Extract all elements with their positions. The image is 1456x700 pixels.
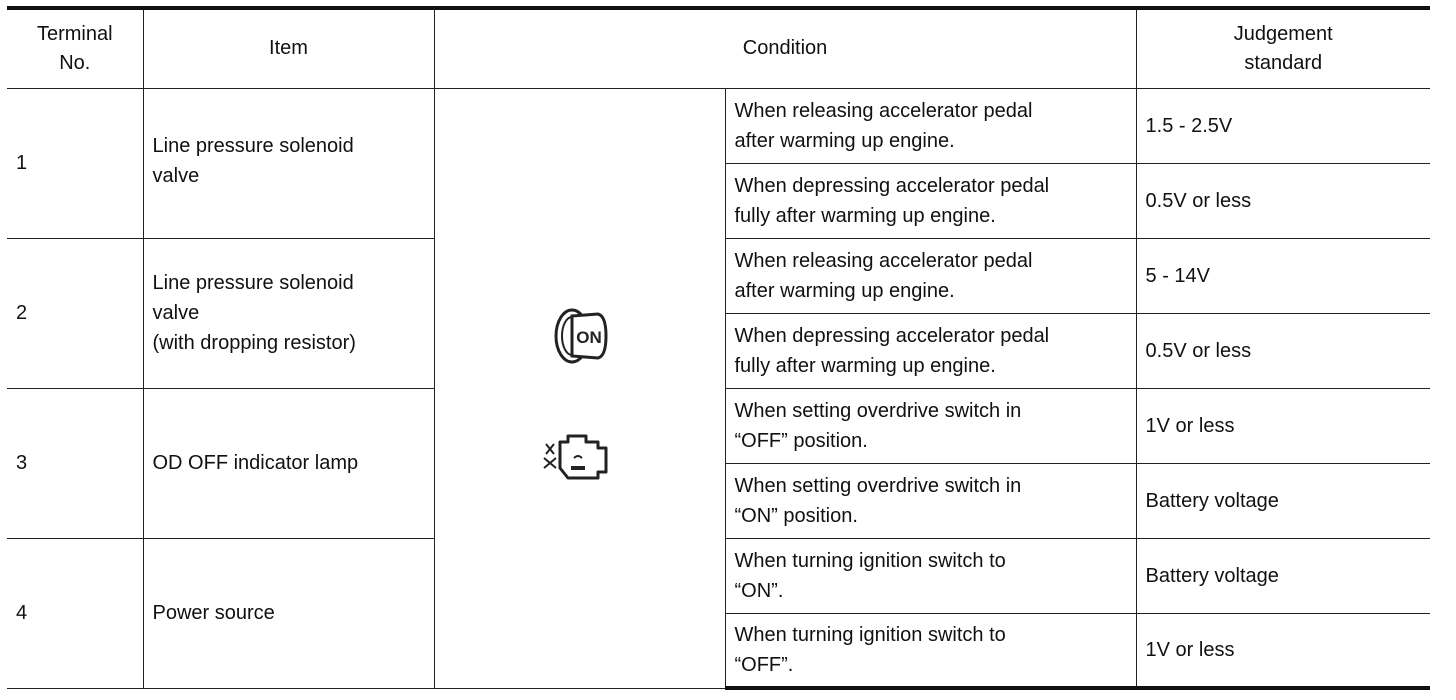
condition-text: When releasing accelerator pedal after w… <box>724 237 1137 314</box>
judgement-value: 1V or less <box>1135 612 1431 690</box>
condition-text: When depressing accelerator pedal fully … <box>725 162 1137 239</box>
condition-text: When setting overdrive switch in “ON” po… <box>725 462 1137 539</box>
table-row: 4 Power source When turning ignition swi… <box>7 537 1431 689</box>
engine-running-icon <box>542 434 607 480</box>
header-row: Terminal No. Item Condition Judgement st… <box>7 6 1431 89</box>
table-row: 3 OD OFF indicator lamp When setting ove… <box>7 387 1431 539</box>
judgement-value: 0.5V or less <box>1135 312 1431 389</box>
table-row: When turning ignition switch to “OFF”. 1… <box>7 612 1431 690</box>
item-name: Line pressure solenoid valve <box>142 87 435 239</box>
ignition-key-on-icon: ON <box>554 308 608 364</box>
judgement-value: 1V or less <box>1135 387 1431 464</box>
condition-text: When setting overdrive switch in “OFF” p… <box>724 387 1137 464</box>
condition-text: When turning ignition switch to “ON”. <box>724 537 1137 614</box>
table-row: When depressing accelerator pedal fully … <box>7 162 1431 239</box>
table-row: When setting overdrive switch in “ON” po… <box>7 462 1431 539</box>
item-name: Power source <box>142 537 435 689</box>
judgement-value: 5 - 14V <box>1135 237 1431 314</box>
judgement-value: 0.5V or less <box>1135 162 1431 239</box>
condition-text: When depressing accelerator pedal fully … <box>725 312 1137 389</box>
terminal-spec-table: Terminal No. Item Condition Judgement st… <box>7 6 1431 690</box>
table-row: 2 Line pressure solenoid valve (with dro… <box>7 237 1431 389</box>
header-item: Item <box>142 6 435 89</box>
judgement-value: 1.5 - 2.5V <box>1135 87 1431 164</box>
svg-text:ON: ON <box>576 328 602 347</box>
condition-text: When turning ignition switch to “OFF”. <box>725 612 1137 690</box>
table-row: 1 Line pressure solenoid valve ON <box>7 87 1431 689</box>
item-name: Line pressure solenoid valve (with dropp… <box>142 237 435 389</box>
judgement-value: Battery voltage <box>1135 462 1431 539</box>
terminal-no: 3 <box>7 387 144 539</box>
terminal-no: 2 <box>7 237 144 389</box>
terminal-no: 4 <box>7 537 144 689</box>
condition-icons-cell: ON <box>433 87 726 689</box>
header-terminal-no: Terminal No. <box>7 6 144 89</box>
item-name: OD OFF indicator lamp <box>142 387 435 539</box>
header-judgement-standard: Judgement standard <box>1135 6 1431 89</box>
judgement-value: Battery voltage <box>1135 537 1431 614</box>
header-condition: Condition <box>433 6 1137 89</box>
table-row: When depressing accelerator pedal fully … <box>7 312 1431 389</box>
condition-text: When releasing accelerator pedal after w… <box>724 87 1137 164</box>
terminal-no: 1 <box>7 87 144 239</box>
